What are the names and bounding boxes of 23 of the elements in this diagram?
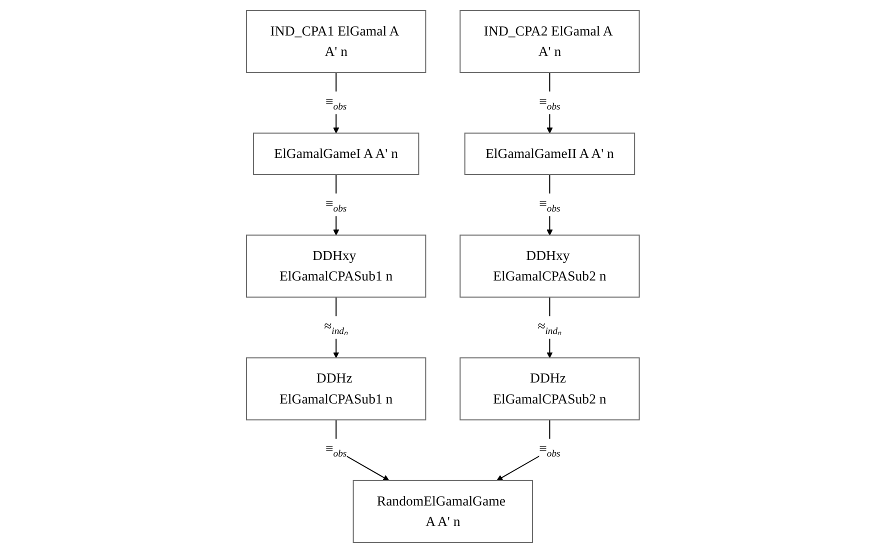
edge-label: ≡$_{obs}$ — [325, 196, 346, 214]
node-box: ElGamalGameII A A' n — [464, 132, 635, 176]
edge-label: ≡$_{obs}$ — [538, 196, 560, 214]
edge-label: ≡$_{obs}$ — [325, 442, 346, 460]
edge-label: ≡$_{obs}$ — [538, 94, 560, 112]
edge-label: ≈$_{indₙ}$ — [537, 318, 562, 337]
arrow — [546, 174, 552, 236]
node-box: DDHz ElGamalCPASub2 n — [459, 357, 640, 420]
arrow — [335, 420, 389, 481]
node-box: IND_CPA2 ElGamal A A' n — [459, 10, 640, 74]
arrow — [332, 72, 339, 134]
node-box: RandomElGamalGame A A' n — [352, 480, 533, 543]
node-box: DDHxy ElGamalCPASub2 n — [459, 234, 640, 298]
node-box: IND_CPA1 ElGamal A A' n — [246, 10, 426, 74]
node-box: ElGamalGameI A A' n — [252, 132, 419, 176]
edge-label: ≡$_{obs}$ — [538, 442, 560, 460]
arrow — [546, 72, 552, 134]
edge-label: ≡$_{obs}$ — [325, 94, 346, 112]
edge-label: ≈$_{indₙ}$ — [324, 318, 348, 337]
arrow — [496, 420, 550, 481]
node-box: DDHz ElGamalCPASub1 n — [246, 357, 426, 420]
node-box: DDHxy ElGamalCPASub1 n — [246, 234, 426, 298]
arrow — [332, 174, 339, 236]
